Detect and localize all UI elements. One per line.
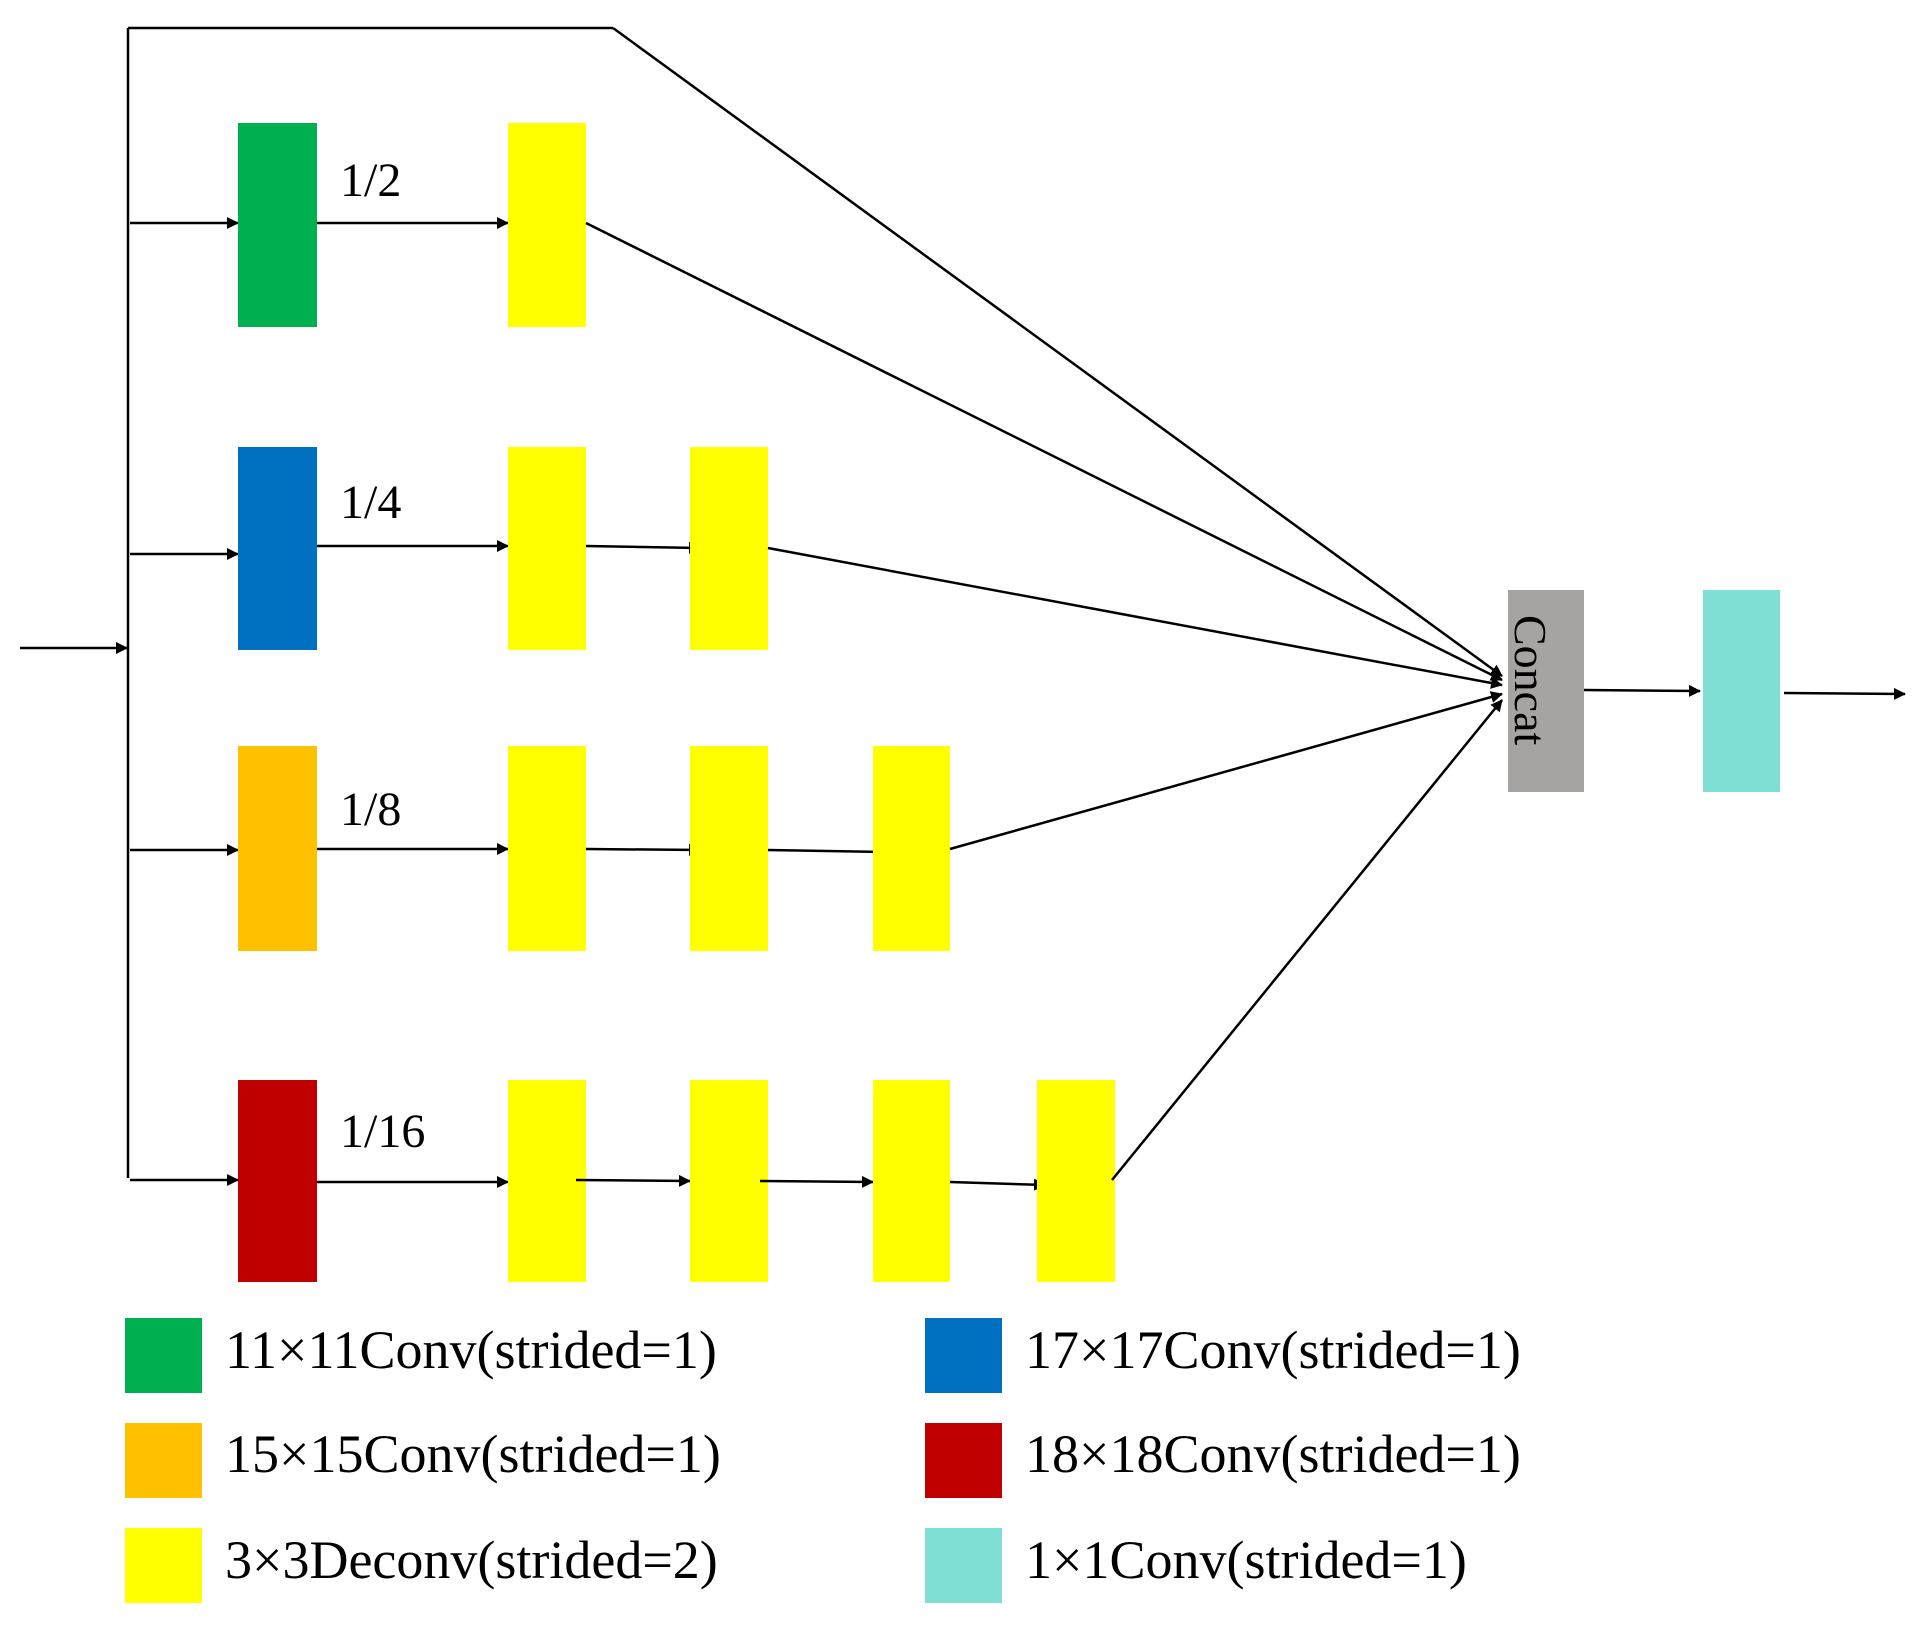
- final-conv-block: [1703, 590, 1780, 792]
- branch-2-deconv-block-1: [508, 447, 586, 650]
- branch-4-output-arrow: [1111, 699, 1503, 1181]
- branch-2: 1/4: [130, 447, 1503, 689]
- branch-4-arrow-2: [575, 1174, 691, 1187]
- concat-block: [1508, 590, 1584, 792]
- branch-4-ratio-label: 1/16: [340, 1105, 425, 1158]
- branch-3-deconv-block-1: [508, 746, 586, 951]
- branch-1-output-arrow: [585, 221, 1503, 682]
- branch-1-ratio-label: 1/2: [340, 154, 401, 207]
- branch-1-conv-block: [238, 123, 317, 327]
- legend-swatch-orange: [125, 1423, 202, 1498]
- legend-swatch-cyan: [925, 1528, 1002, 1603]
- branch-3-arrow-3: [767, 845, 886, 858]
- branch-4: 1/16: [130, 699, 1503, 1282]
- legend-label-2: 17×17Conv(strided=1): [1025, 1320, 1521, 1380]
- branch-4-deconv-block-4: [1037, 1080, 1115, 1282]
- legend-swatch-blue: [925, 1318, 1002, 1393]
- concat-to-conv-arrow: [1583, 684, 1701, 697]
- branch-3-conv-block: [238, 746, 317, 951]
- branch-3: 1/8: [130, 691, 1503, 951]
- legend-label-5: 3×3Deconv(strided=2): [225, 1530, 718, 1590]
- concat-label: Concat: [1505, 615, 1556, 746]
- branch-4-conv-block: [238, 1080, 317, 1282]
- branch-4-arrow-3: [759, 1175, 874, 1188]
- branch-2-ratio-label: 1/4: [340, 476, 401, 529]
- legend-label-3: 15×15Conv(strided=1): [225, 1424, 721, 1484]
- branch-3-ratio-label: 1/8: [340, 783, 401, 836]
- branch-4-deconv-block-3: [873, 1080, 950, 1282]
- branch-2-output-arrow: [767, 546, 1503, 689]
- branch-1-deconv-block-1: [508, 123, 586, 327]
- branch-2-conv-block: [238, 447, 317, 650]
- branch-3-arrow-2: [585, 843, 701, 856]
- legend-swatch-red: [925, 1423, 1002, 1498]
- legend-swatch-yellow: [125, 1528, 202, 1603]
- branch-2-arrow-2: [585, 541, 701, 554]
- branch-1: 1/2: [130, 123, 1503, 682]
- skip-connection-arrow: [612, 26, 1503, 678]
- branch-3-deconv-block-2: [690, 746, 768, 951]
- output-arrow: [1783, 687, 1906, 700]
- concat-node: Concat: [1505, 590, 1584, 792]
- legend-swatch-green: [125, 1318, 202, 1393]
- branch-3-deconv-block-3: [873, 746, 950, 951]
- legend: 11×11Conv(strided=1) 17×17Conv(strided=1…: [125, 1318, 1521, 1603]
- legend-label-1: 11×11Conv(strided=1): [225, 1320, 717, 1380]
- branch-2-deconv-block-2: [690, 447, 768, 650]
- branch-4-arrow-4: [949, 1178, 1046, 1191]
- branch-4-deconv-block-2: [690, 1080, 768, 1282]
- branch-4-deconv-block-1: [508, 1080, 586, 1282]
- legend-label-4: 18×18Conv(strided=1): [1025, 1424, 1521, 1484]
- legend-label-6: 1×1Conv(strided=1): [1025, 1530, 1467, 1590]
- branch-3-output-arrow: [949, 691, 1503, 851]
